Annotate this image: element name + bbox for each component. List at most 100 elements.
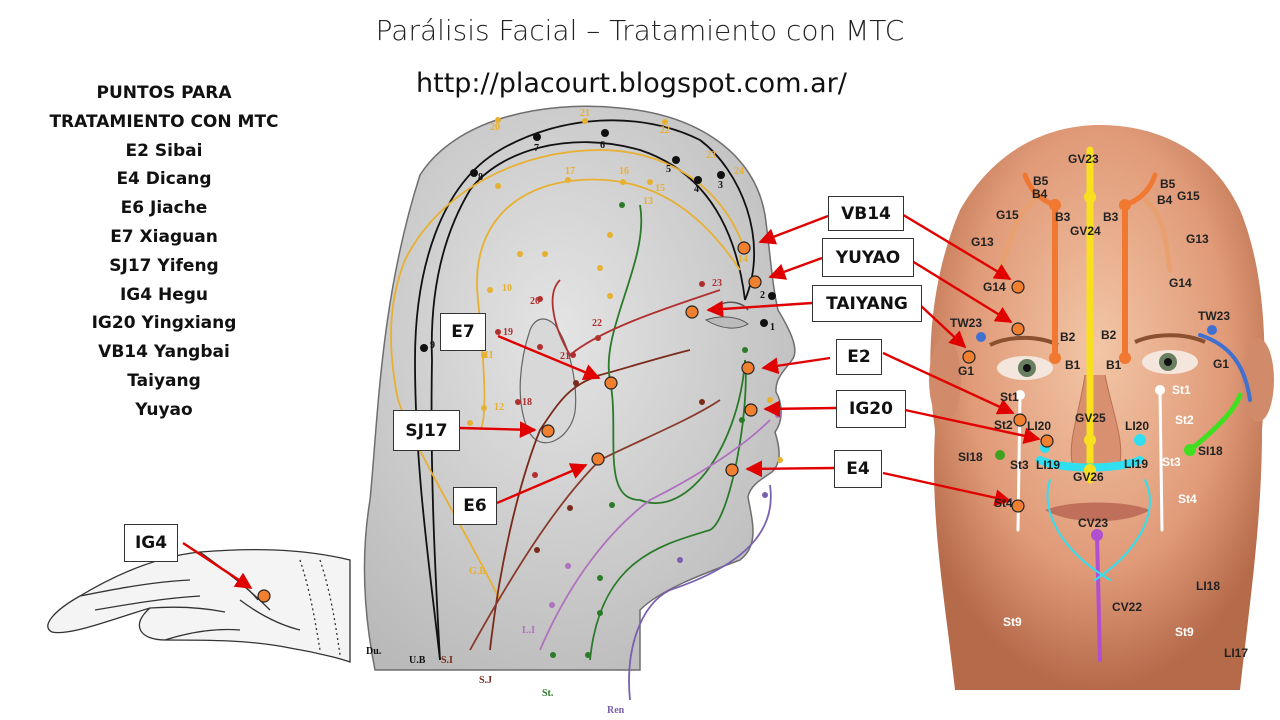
page-title: Parálisis Facial – Tratamiento con MTC: [375, 14, 905, 47]
head-number-label: 10: [502, 283, 512, 294]
head-number-label: 24: [734, 166, 744, 177]
face-label-st1-left: St1: [1000, 390, 1019, 404]
face-label-b4-left: B4: [1032, 187, 1048, 201]
face-label-b1-right: B1: [1106, 358, 1122, 372]
marker-taiyang-head: [685, 305, 699, 319]
head-number-label: 21: [580, 108, 590, 119]
meridian-si-line: [469, 399, 721, 651]
callout-yuyao: YUYAO: [822, 238, 914, 277]
face-label-b2-left: B2: [1060, 330, 1076, 344]
face-label-g13-left: G13: [971, 235, 994, 249]
marker-ig20-head: [744, 403, 758, 417]
face-label-li19-right: LI19: [1124, 457, 1149, 471]
face-label-si18-right: SI18: [1198, 444, 1223, 458]
face-label-g14-right: G14: [1169, 276, 1192, 290]
meridian-label-gb: G.B: [469, 566, 486, 577]
marker-taiyang-face: [962, 350, 976, 364]
meridian-label-li: L.I: [522, 625, 536, 636]
head-number-label: 23: [712, 278, 722, 289]
face-label-g1-right: G1: [1213, 357, 1230, 371]
head-number-label: 22: [660, 125, 670, 136]
meridian-label-du: Du.: [366, 646, 382, 657]
head-number-label: 17: [565, 166, 575, 177]
meridian-du-line: [414, 119, 755, 661]
head-number-label: 20: [490, 122, 500, 133]
marker-vb14-head: [737, 241, 751, 255]
head-number-label: 15: [655, 183, 665, 194]
face-label-b1-left: B1: [1065, 358, 1081, 372]
meridian-ub-line: [430, 141, 746, 661]
head-number-label: 18: [522, 397, 532, 408]
marker-e2-head: [741, 361, 755, 375]
face-label-st1-right: St1: [1172, 383, 1191, 397]
meridian-sj-line: [489, 349, 691, 651]
head-number-label: 3: [718, 180, 723, 191]
head-number-label: 16: [619, 166, 629, 177]
head-number-label: 13: [643, 196, 653, 207]
callout-arrows: [182, 211, 1041, 590]
face-acupoint-dots: [976, 191, 1217, 541]
face-label-gv24: GV24: [1070, 224, 1101, 238]
face-label-cv22: CV22: [1112, 600, 1143, 614]
marker-e4-head: [725, 463, 739, 477]
marker-e7-head: [604, 376, 618, 390]
face-label-g15-left: G15: [996, 208, 1019, 222]
face-frontal-illustration: [929, 125, 1274, 720]
face-label-li19-left: LI19: [1036, 458, 1061, 472]
callout-taiyang: TAIYANG: [812, 285, 922, 322]
marker-yuyao-face: [1011, 322, 1025, 336]
head-meridian-lines: [390, 119, 772, 701]
callout-e2: E2: [836, 339, 882, 375]
face-label-st9-right: St9: [1175, 625, 1194, 639]
callout-sj17: SJ17: [393, 410, 460, 451]
face-label-g1-left: G1: [958, 364, 975, 378]
list-heading-line2: TRATAMIENTO CON MTC: [49, 111, 279, 132]
callout-e4: E4: [834, 450, 882, 488]
marker-sj17-head: [541, 424, 555, 438]
source-url[interactable]: http://placourt.blogspot.com.ar/: [416, 68, 847, 99]
head-number-label: 21: [560, 351, 570, 362]
list-item: Yuyao: [135, 399, 193, 420]
head-number-label: 6: [600, 140, 605, 151]
list-item: Taiyang: [127, 370, 201, 391]
head-number-label: 23: [706, 150, 716, 161]
meridian-st-line: [589, 204, 747, 661]
treatment-point-list: PUNTOS PARA TRATAMIENTO CON MTC E2 Sibai…: [28, 79, 300, 425]
face-label-st2-right: St2: [1175, 413, 1194, 427]
callout-e7: E7: [440, 313, 486, 351]
head-number-label: 9: [430, 340, 435, 351]
meridian-label-sj: S.J: [479, 675, 493, 686]
neck-line-left: [1046, 479, 1111, 581]
head-number-label: 5: [666, 164, 671, 175]
head-number-label: 7: [534, 143, 539, 154]
face-label-g15-right: G15: [1177, 189, 1200, 203]
marker-ig20-face: [1040, 434, 1054, 448]
list-item: IG4 Hegu: [119, 284, 209, 305]
head-number-label: 11: [484, 350, 494, 361]
face-label-g13-right: G13: [1186, 232, 1209, 246]
head-number-label: 1: [770, 322, 775, 333]
head-number-label: 22: [592, 318, 602, 329]
head-number-label: 12: [494, 402, 504, 413]
callout-e6: E6: [453, 487, 497, 525]
face-label-tw23-right: TW23: [1198, 309, 1231, 323]
meridian-li-line: [539, 419, 771, 651]
meridian-label-ub: U.B: [409, 655, 426, 666]
hand-illustration: [47, 548, 351, 663]
face-label-li18: LI18: [1196, 579, 1221, 593]
gb-line-left: [997, 197, 1038, 273]
head-number-label: 4: [694, 184, 699, 195]
face-label-b5-left: B5: [1033, 174, 1049, 188]
face-label-g14-left: G14: [983, 280, 1006, 294]
list-item: IG20 Yingxiang: [91, 313, 237, 334]
face-label-b2-right: B2: [1101, 328, 1117, 342]
face-label-st2-left: St2: [994, 418, 1013, 432]
face-label-b5-right: B5: [1160, 177, 1176, 191]
face-label-gv26: GV26: [1073, 470, 1104, 484]
face-label-gv25: GV25: [1075, 411, 1106, 425]
face-label-li20-left: LI20: [1027, 419, 1052, 433]
head-profile-illustration: [363, 105, 796, 671]
meridian-label-si: S.I: [441, 655, 453, 666]
meridian-gb-inner-line: [476, 178, 741, 431]
